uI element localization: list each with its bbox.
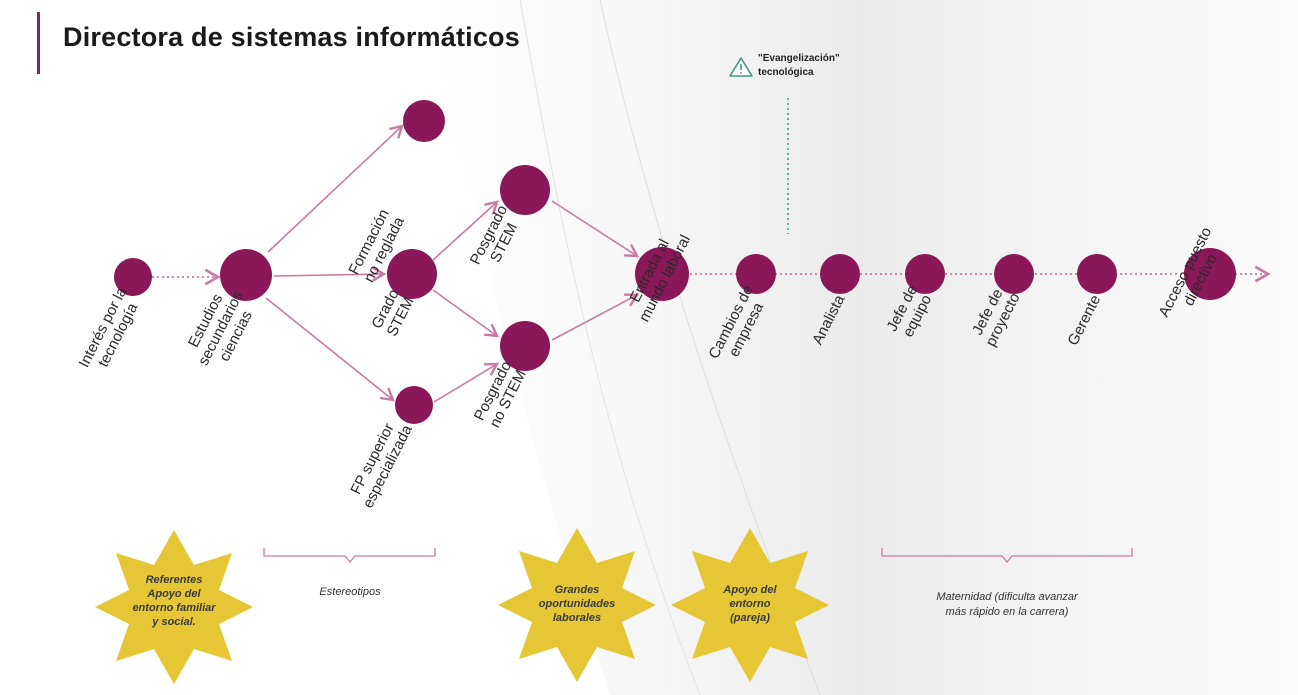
node-posgrado-no-stem <box>500 321 550 371</box>
node-interes <box>114 258 152 296</box>
brace-estereotipos <box>263 548 436 564</box>
star-referentes-text: Referentes Apoyo del entorno familiar y … <box>132 574 216 628</box>
edge-grado-posgrado-no-stem <box>432 289 499 338</box>
brace-maternidad-text: Maternidad (dificulta avanzar más rápido… <box>936 591 1078 618</box>
star-grandes <box>498 528 656 682</box>
node-estudios <box>220 249 272 301</box>
node-jefe-proyecto <box>994 254 1034 294</box>
warning-label: "Evangelización" tecnológica <box>758 53 840 78</box>
node-analista <box>820 254 860 294</box>
star-referentes <box>95 530 253 684</box>
star-apoyo-text: Apoyo del entorno (pareja) <box>723 584 777 624</box>
node-cambios <box>736 254 776 294</box>
edge-grado-posgrado-stem <box>432 200 499 261</box>
node-jefe-equipo <box>905 254 945 294</box>
node-fp <box>395 386 433 424</box>
brace-estereotipos-text: Estereotipos <box>319 586 381 598</box>
page-title: Directora de sistemas informáticos <box>63 22 520 52</box>
title-accent-bar <box>37 12 40 74</box>
star-apoyo <box>671 528 829 682</box>
edge-posgrado-stem-entrada <box>551 200 640 258</box>
star-grandes-text: Grandes oportunidades laborales <box>538 584 616 624</box>
node-acceso <box>1184 248 1236 300</box>
edge-estudios-grado <box>273 266 387 282</box>
node-entrada <box>635 247 689 301</box>
node-posgrado-stem <box>500 165 550 215</box>
edge-posgrado-no-stem-entrada <box>551 293 640 341</box>
node-gerente <box>1077 254 1117 294</box>
edge-estudios-fp <box>265 297 395 402</box>
edge-estudios-formacion <box>267 124 404 253</box>
brace-maternidad <box>881 548 1133 564</box>
warning-icon <box>729 57 753 77</box>
node-formacion <box>403 100 445 142</box>
node-grado <box>387 249 437 299</box>
edge-fp-posgrado-no-stem <box>433 362 500 403</box>
